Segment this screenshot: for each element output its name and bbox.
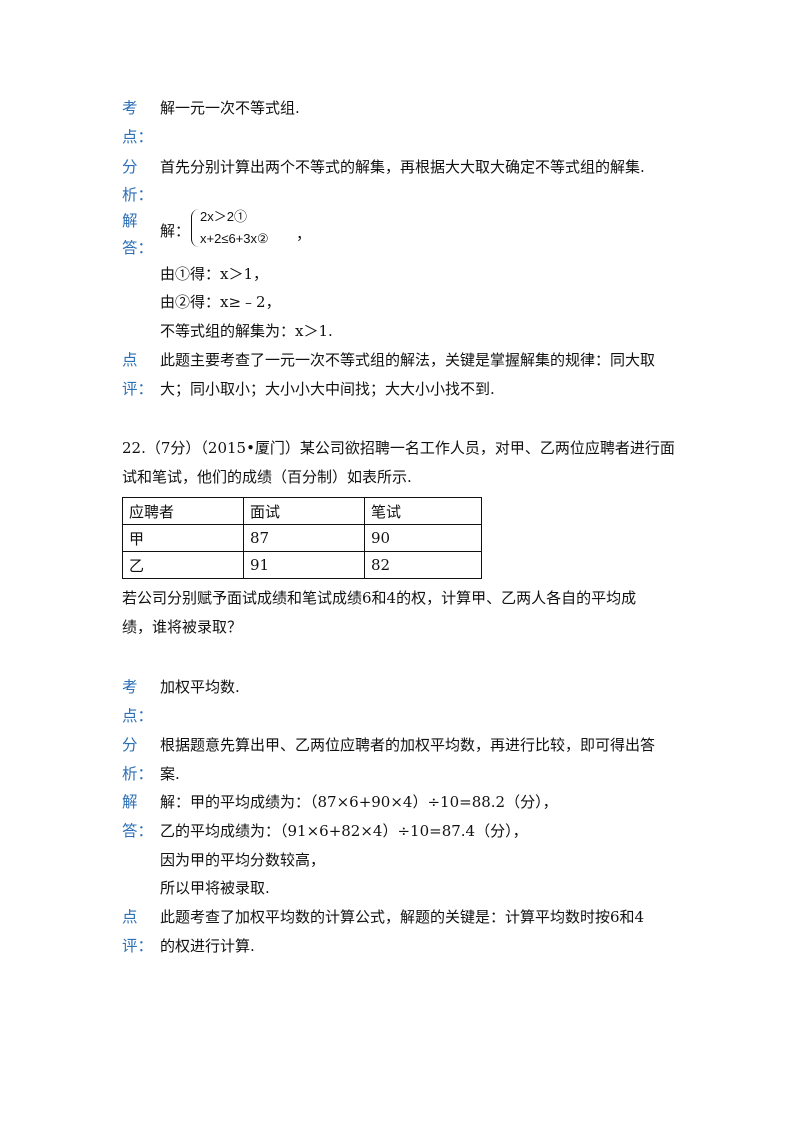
- system-brace: [191, 209, 202, 247]
- fenxi-text: 首先分别计算出两个不等式的解集，再根据大大取大确定不等式组的解集.: [160, 158, 645, 176]
- fenxi-label-cont: 析：: [122, 765, 154, 783]
- question-line-2: 绩，谁将被录取？: [122, 618, 243, 636]
- jieda-line-2: 乙的平均成绩为：（91×6+82×4）÷10=87.4（分），: [160, 822, 528, 840]
- solution-step-3: 不等式组的解集为：x＞1.: [160, 322, 333, 340]
- dianping-label-cont: 评：: [122, 380, 154, 398]
- system-inequality-1: 2x＞2①: [200, 209, 247, 224]
- jieda-line-1: 解：甲的平均成绩为：（87×6+90×4）÷10=88.2（分），: [160, 793, 558, 811]
- kaodian-label-cont: 点：: [122, 707, 154, 725]
- dianping-label: 点: [122, 908, 138, 926]
- jieda-label: 解: [122, 212, 138, 230]
- fenxi-line-2: 案.: [160, 765, 180, 783]
- fenxi-label: 分: [122, 736, 138, 754]
- dianping-line-1: 此题考查了加权平均数的计算公式，解题的关键是：计算平均数时按6和4: [160, 908, 645, 926]
- dianping-label-cont: 评：: [122, 937, 154, 955]
- solution-step-2: 由②得：x≥﹣2，: [160, 293, 281, 311]
- table-header-cell: 应聘者: [122, 497, 244, 525]
- dianping-label: 点: [122, 351, 138, 369]
- question-stem-line-1: 22.（7分）（2015•厦门）某公司欲招聘一名工作人员，对甲、乙两位应聘者进行…: [122, 439, 675, 457]
- table-header-row: 应聘者 面试 笔试: [122, 497, 482, 525]
- fenxi-label-cont: 析：: [122, 186, 154, 204]
- table-header-cell: 笔试: [364, 497, 482, 525]
- jie-prefix: 解：: [160, 222, 191, 240]
- kaodian-text: 解一元一次不等式组.: [160, 99, 300, 117]
- jieda-line-3: 因为甲的平均分数较高，: [160, 851, 326, 869]
- dianping-line-2: 大；同小取小；大小小大中间找；大大小小找不到.: [160, 380, 495, 398]
- table-cell: 90: [364, 524, 482, 552]
- table-row: 甲 87 90: [122, 524, 482, 552]
- table-cell: 91: [243, 551, 365, 579]
- table-cell: 82: [364, 551, 482, 579]
- system-inequality-2: x+2≤6+3x②: [200, 231, 269, 246]
- kaodian-label: 考: [122, 99, 138, 117]
- table-cell: 87: [243, 524, 365, 552]
- dianping-line-1: 此题主要考查了一元一次不等式组的解法，关键是掌握解集的规律：同大取: [160, 351, 656, 369]
- question-stem-line-2: 试和笔试，他们的成绩（百分制）如表所示.: [122, 468, 412, 486]
- jieda-line-4: 所以甲将被录取.: [160, 879, 270, 897]
- solution-step-1: 由①得：x＞1，: [160, 265, 269, 283]
- jieda-label: 解: [122, 793, 138, 811]
- score-table: 应聘者 面试 笔试 甲 87 90 乙 91 82: [122, 497, 482, 579]
- fenxi-label: 分: [122, 158, 138, 176]
- table-row: 乙 91 82: [122, 551, 482, 579]
- kaodian-text: 加权平均数.: [160, 678, 240, 696]
- fenxi-line-1: 根据题意先算出甲、乙两位应聘者的加权平均数，再进行比较，即可得出答: [160, 736, 656, 754]
- table-header-cell: 面试: [243, 497, 365, 525]
- jieda-label-cont: 答：: [122, 239, 154, 257]
- system-comma: ，: [296, 225, 312, 243]
- question-line-1: 若公司分别赋予面试成绩和笔试成绩6和4的权，计算甲、乙两人各自的平均成: [122, 589, 637, 607]
- kaodian-label-cont: 点：: [122, 128, 154, 146]
- jieda-label-cont: 答：: [122, 822, 154, 840]
- table-cell: 甲: [122, 524, 244, 552]
- kaodian-label: 考: [122, 678, 138, 696]
- table-cell: 乙: [122, 551, 244, 579]
- dianping-line-2: 的权进行计算.: [160, 937, 255, 955]
